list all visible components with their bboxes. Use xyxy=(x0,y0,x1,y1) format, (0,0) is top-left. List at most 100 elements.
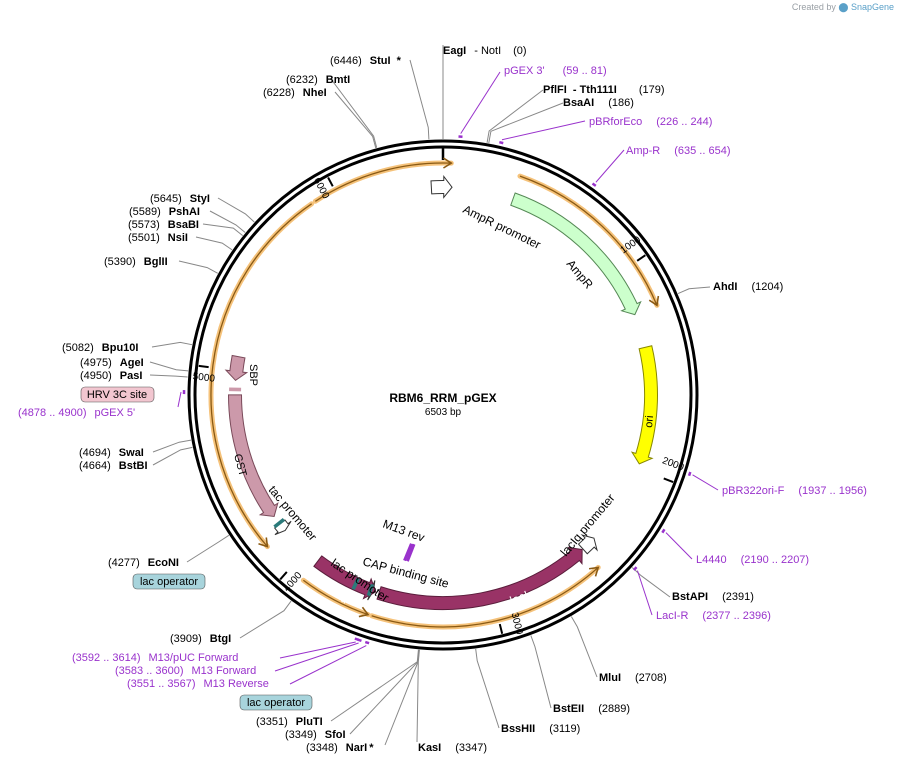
site-label-eagi-noti[interactable]: EagI- NotI(0) xyxy=(443,45,527,57)
primer-mark-4 xyxy=(661,528,666,534)
site-label-bpu10i[interactable]: (5082)Bpu10I xyxy=(62,342,138,354)
site-leader-bpu10i xyxy=(151,341,193,348)
site-leader-sfoi xyxy=(349,649,420,735)
primer-leader-1 xyxy=(501,120,586,141)
orf-line-3 xyxy=(302,579,369,616)
feature-arrow-laciq-promoter[interactable] xyxy=(577,534,598,555)
feature-arrow-ori[interactable] xyxy=(630,345,658,465)
site-label-nsii[interactable]: (5501)NsiI xyxy=(128,232,188,244)
pill-hrv-text: HRV 3C site xyxy=(87,389,147,401)
primer-label-laci-r[interactable]: LacI-R(2377 .. 2396) xyxy=(656,610,771,622)
primer-leader-8 xyxy=(289,645,367,685)
site-leader-bsshii xyxy=(475,648,500,729)
site-leader-nsii xyxy=(195,236,233,251)
primer-label-m13-reverse[interactable]: (3551 .. 3567)M13 Reverse xyxy=(127,678,269,690)
pill-lac-operator-2[interactable]: lac operator xyxy=(239,694,313,711)
feature-arrow-lacz-[interactable] xyxy=(313,555,377,600)
site-label-agei[interactable]: (4975)AgeI xyxy=(80,357,144,369)
label-gst: GST xyxy=(231,453,249,478)
primer-label-pbrforeco[interactable]: pBRforEco(226 .. 244) xyxy=(589,116,712,128)
credit-prefix: Created by xyxy=(791,2,836,12)
label-ampr: AmpR xyxy=(564,257,596,292)
primer-label-pgex5[interactable]: (4878 .. 4900)pGEX 5' xyxy=(18,407,135,419)
primer-label-l4440[interactable]: L4440(2190 .. 2207) xyxy=(696,554,809,566)
label-ori: ori xyxy=(643,415,656,428)
site-label-pluti[interactable]: (3351)PluTI xyxy=(256,716,323,728)
label-sbp: SBP xyxy=(247,364,259,386)
site-label-nhei[interactable]: (6228)NheI xyxy=(263,87,327,99)
site-label-pflfi-tth111i[interactable]: PflFI- Tth111I(179) xyxy=(543,84,665,96)
site-label-bsabi[interactable]: (5573)BsaBI xyxy=(128,219,199,231)
tick-mark-1000 xyxy=(636,254,646,262)
primer-leader-7 xyxy=(274,642,359,672)
site-label-sfoi[interactable]: (3349)SfoI xyxy=(285,729,346,741)
site-label-pshai[interactable]: (5589)PshAI xyxy=(129,206,200,218)
site-leader-bsteii xyxy=(530,635,552,709)
pill-hrv-3c-site[interactable]: HRV 3C site xyxy=(80,386,155,403)
site-label-econi[interactable]: (4277)EcoNI xyxy=(108,557,179,569)
label-m13-rev: M13 rev xyxy=(381,517,427,545)
primer-label-pbr322ori-f[interactable]: pBR322ori-F(1937 .. 1956) xyxy=(722,485,867,497)
feature-arrow-laci[interactable] xyxy=(376,546,583,610)
primer-leader-9 xyxy=(177,391,182,408)
site-leader-bsaai xyxy=(488,102,564,144)
site-label-swai[interactable]: (4694)SwaI xyxy=(79,447,144,459)
site-label-bmti[interactable]: (6232)BmtI xyxy=(286,74,350,86)
tick-mark-4000 xyxy=(279,571,288,581)
feature-arrow-ampr-promoter[interactable] xyxy=(430,175,453,199)
site-label-ahdi[interactable]: AhdI(1204) xyxy=(713,281,783,293)
site-leader-pflfi xyxy=(486,89,544,143)
plasmid-length: 6503 bp xyxy=(425,407,462,418)
feature-arrow-ampr[interactable] xyxy=(510,192,642,316)
site-label-styi[interactable]: (5645)StyI xyxy=(150,193,210,205)
primer-label-m13-forward[interactable]: (3583 .. 3600)M13 Forward xyxy=(115,665,256,677)
site-label-btgi[interactable]: (3909)BtgI xyxy=(170,633,231,645)
site-label-pasi[interactable]: (4950)PasI xyxy=(80,370,142,382)
tick-label-3000: 3000 xyxy=(509,611,525,636)
primer-label-m13-puc-forward[interactable]: (3592 .. 3614)M13/pUC Forward xyxy=(72,652,238,664)
site-label-kasi[interactable]: KasI(3347) xyxy=(418,742,487,754)
site-leader-ahdi xyxy=(677,286,711,295)
site-label-nari[interactable]: (3348)NarI* xyxy=(306,742,374,754)
site-leader-pluti xyxy=(330,649,419,722)
site-leader-btgi xyxy=(239,600,292,639)
tick-mark-5000 xyxy=(198,364,209,369)
site-box-1[interactable] xyxy=(366,583,375,597)
site-label-bsshii[interactable]: BssHII(3119) xyxy=(501,723,580,735)
site-leader-swai xyxy=(152,439,192,453)
feature-arrow-gst[interactable] xyxy=(227,394,279,517)
site-label-bsaai[interactable]: BsaAI(186) xyxy=(563,97,634,109)
feature-layer xyxy=(224,175,658,610)
feature-arrow-sbp[interactable] xyxy=(224,354,249,382)
primer-mark-8 xyxy=(364,640,370,645)
site-leader-mlui xyxy=(570,616,598,678)
site-label-bstapi[interactable]: BstAPI(2391) xyxy=(672,591,754,603)
feature-arrow-tac-promoter[interactable] xyxy=(274,519,292,536)
pill-lac-operator-1[interactable]: lac operator xyxy=(132,573,206,590)
site-label-bstbi[interactable]: (4664)BstBI xyxy=(79,460,148,472)
credit-brand: SnapGene xyxy=(850,2,894,12)
site-leader-styi xyxy=(217,197,255,223)
site-label-bglii[interactable]: (5390)BglII xyxy=(104,256,168,268)
primer-labels: pGEX 3'(59 .. 81) pBRforEco(226 .. 244) … xyxy=(18,65,867,690)
orf-line-0 xyxy=(314,162,452,202)
primer-leader-5 xyxy=(636,570,653,616)
primer-mark-7 xyxy=(357,638,362,643)
primer-leader-0 xyxy=(460,71,501,134)
site-label-mlui[interactable]: MluI(2708) xyxy=(599,672,667,684)
leader-lines xyxy=(149,45,711,746)
primer-label-pgex3[interactable]: pGEX 3'(59 .. 81) xyxy=(504,65,607,77)
site-box-0[interactable] xyxy=(351,577,360,590)
primer-label-amp-r[interactable]: Amp-R(635 .. 654) xyxy=(626,145,731,157)
primer-leader-2 xyxy=(595,149,625,183)
site-label-stui[interactable]: (6446)StuI* xyxy=(330,55,402,67)
orf-line-1 xyxy=(519,175,658,306)
site-leader-pshai xyxy=(209,210,246,233)
label-laci: lacI xyxy=(508,588,531,608)
snapgene-credit: Created by ⬤ SnapGene xyxy=(792,2,894,13)
site-label-bsteii[interactable]: BstEII(2889) xyxy=(553,703,630,715)
site-labels: EagI- NotI(0) PflFI- Tth111I(179) BsaAI(… xyxy=(62,45,783,754)
site-box-2[interactable] xyxy=(273,518,286,529)
orf-line-4 xyxy=(210,203,312,548)
